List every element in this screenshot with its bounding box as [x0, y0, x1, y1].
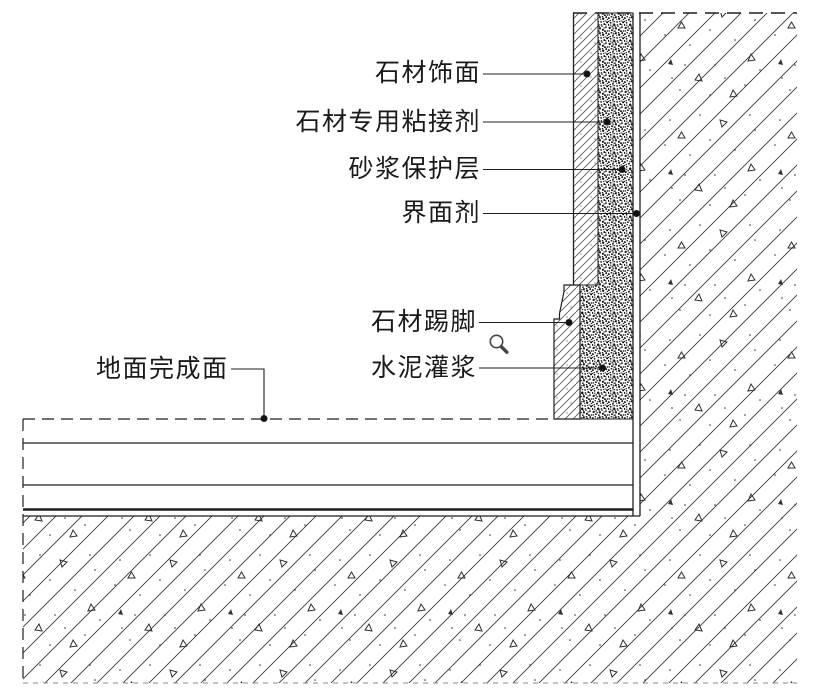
interface-agent-gap: [632, 13, 641, 516]
concrete-wall: [640, 13, 797, 683]
leader-mortar-protection: [483, 165, 626, 174]
label-floor-finish-level: 地面完成面: [96, 356, 229, 383]
label-interface-agent: 界面剂: [401, 200, 481, 227]
magnifier-icon: [489, 334, 509, 354]
label-stone-adhesive: 石材专用粘接剂: [295, 109, 481, 136]
label-mortar-protection: 砂浆保护层: [348, 156, 481, 183]
stone-skirting-block: [553, 284, 581, 420]
floor-slab: [23, 516, 640, 683]
leader-cement-grout: [479, 364, 607, 372]
leader-stone-skirting: [479, 318, 573, 327]
stone-finish-layer: [564, 13, 599, 286]
leader-stone-adhesive: [483, 118, 611, 126]
label-stone-finish: 石材饰面: [374, 60, 481, 87]
floor-layer-lines: [23, 442, 640, 517]
leader-stone-finish: [483, 70, 591, 78]
leader-floor-finish-level: [231, 368, 268, 423]
label-cement-grout: 水泥灌浆: [370, 355, 477, 382]
leader-interface-agent: [483, 209, 641, 218]
label-stone-skirting: 石材踢脚: [370, 309, 477, 336]
